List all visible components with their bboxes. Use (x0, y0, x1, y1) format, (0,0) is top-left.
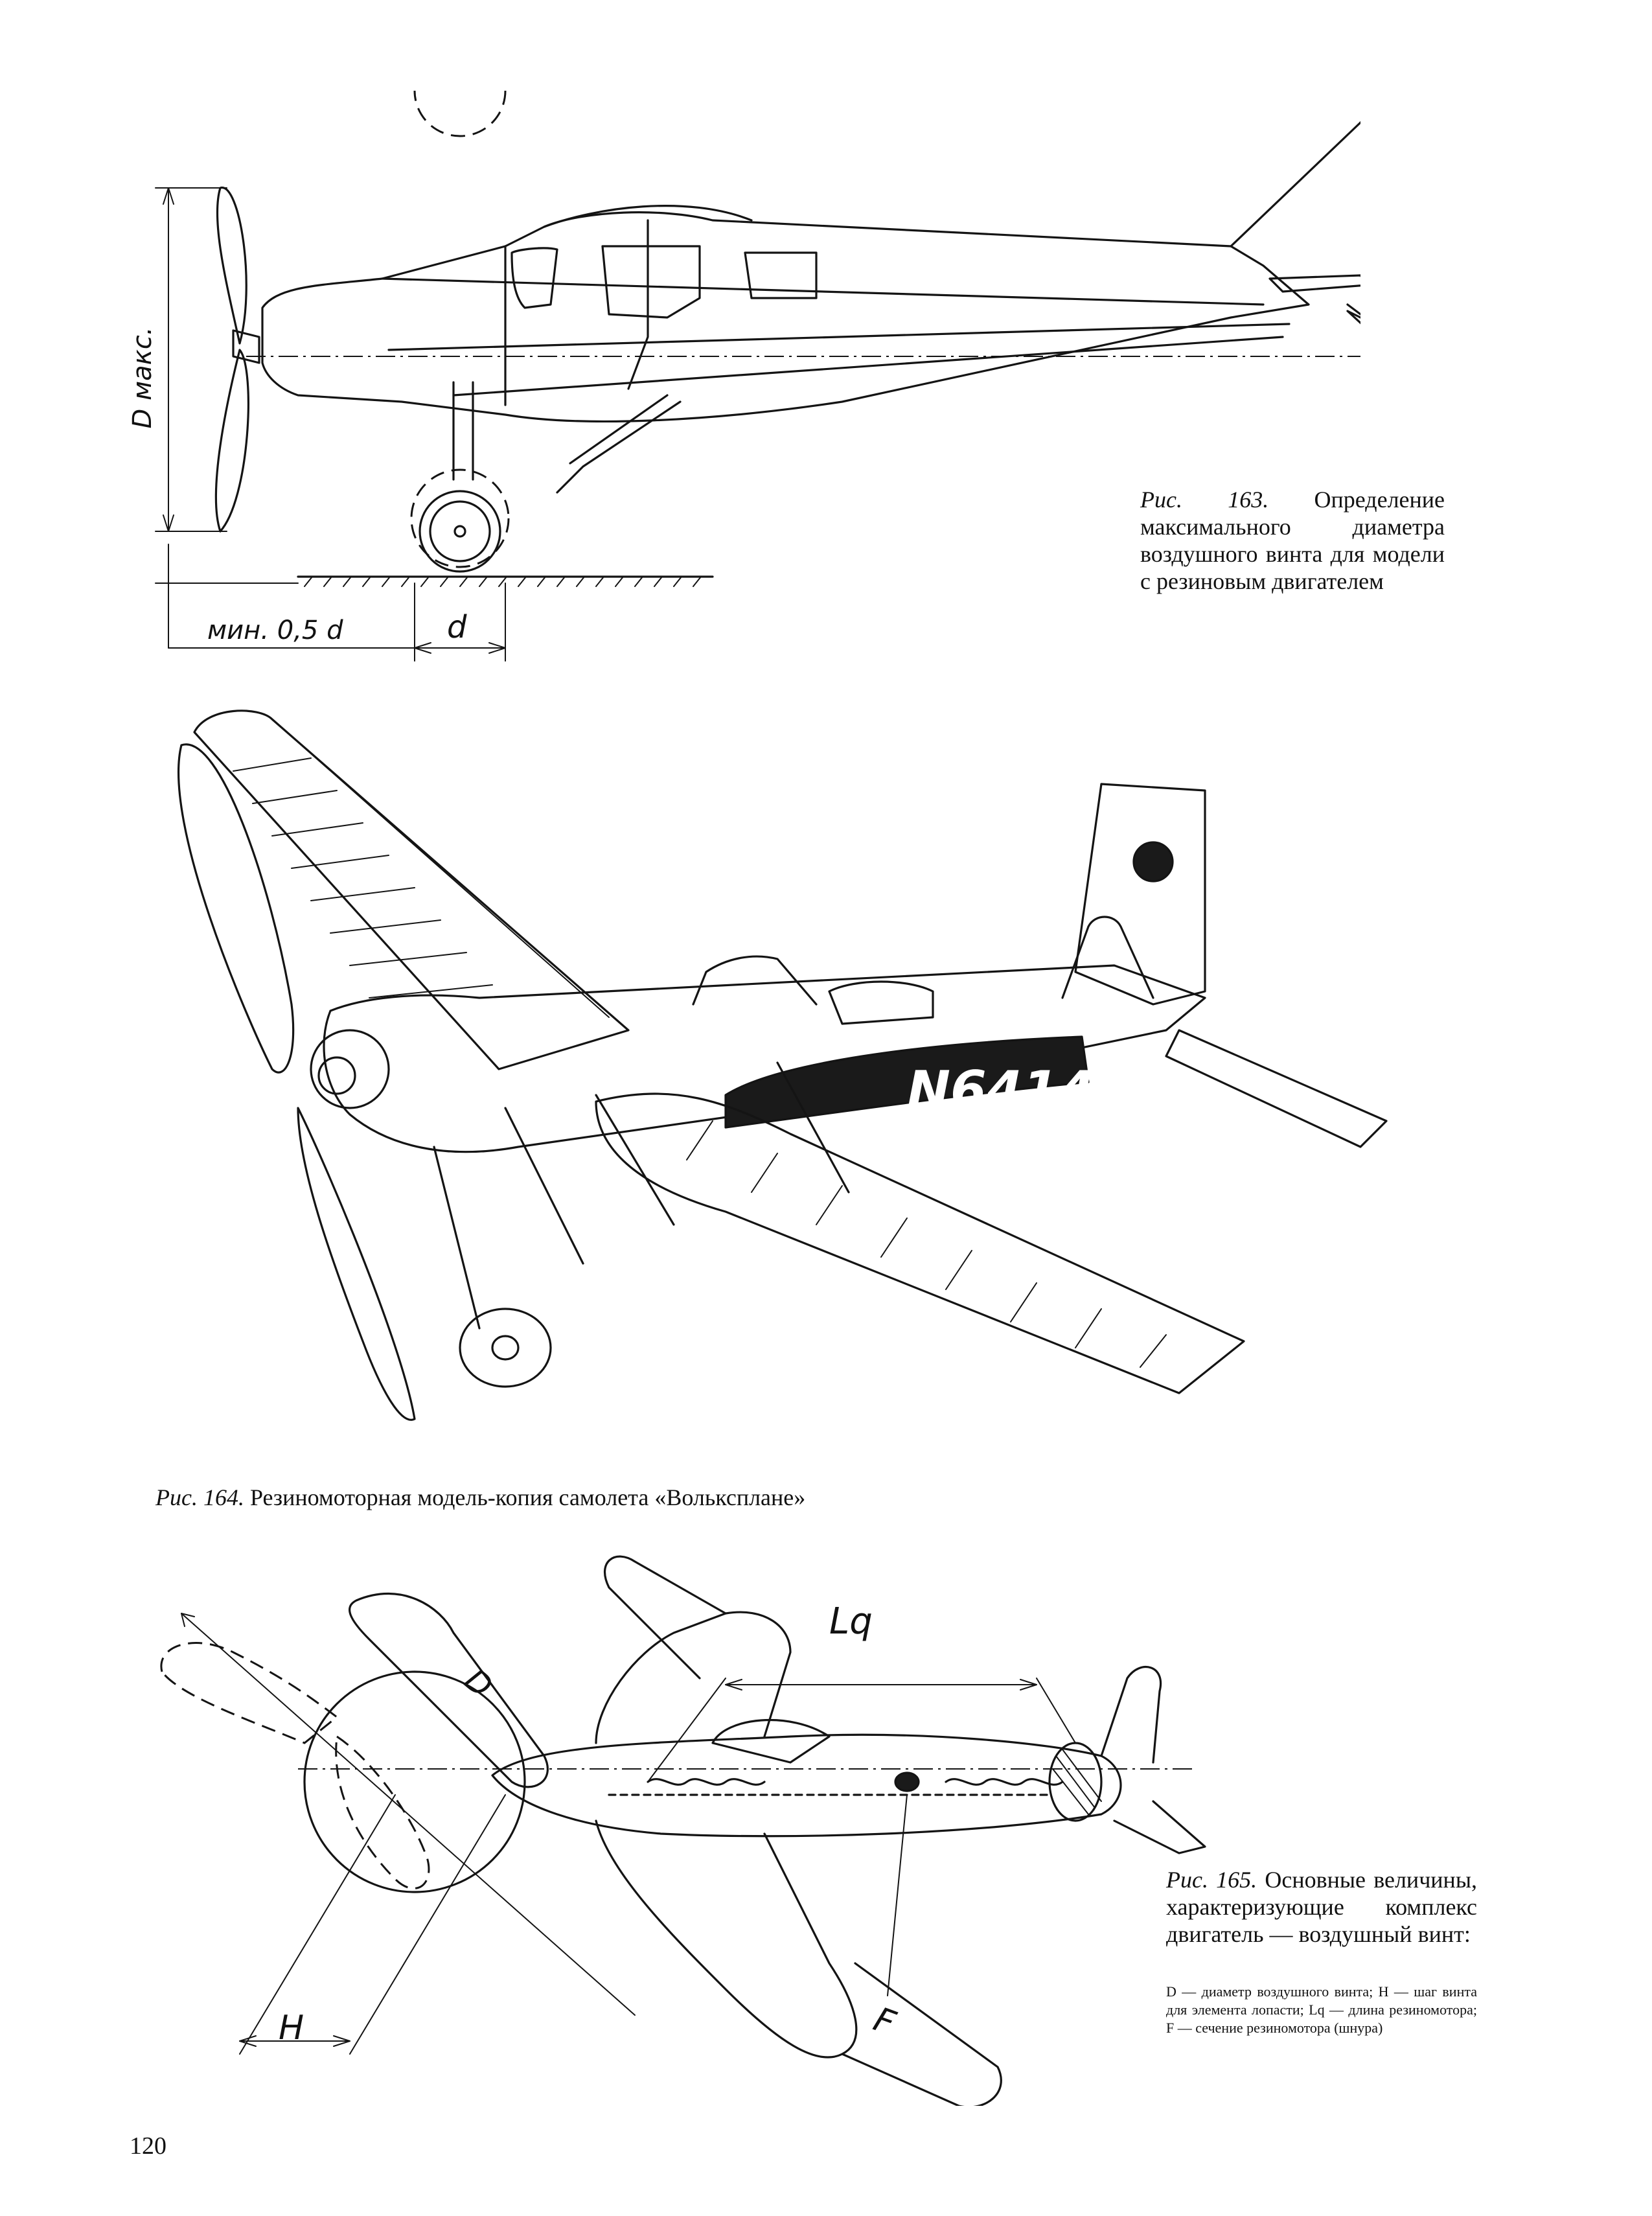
propeller-blade (350, 1594, 548, 1787)
figure-164-svg: N6414 (143, 693, 1412, 1471)
tail-side (1231, 109, 1360, 347)
propeller-disc (304, 1672, 525, 1892)
figure-165-legend: D — диаметр воздушного винта; H — шаг ви… (1166, 1983, 1477, 2036)
fuselage-top (492, 1720, 1121, 1836)
upper-wing (194, 711, 628, 1069)
dim-F-leader (888, 1795, 907, 1996)
figure-165-caption: Рис. 165. Основные величины, характеризу… (1166, 1866, 1477, 1948)
registration-text: N6414 (907, 1060, 1095, 1120)
figure-163-svg (130, 91, 1360, 674)
dim-d-max-text: D макс. (128, 327, 157, 429)
propeller-3d (179, 744, 415, 1420)
dim-H-label: H (279, 2009, 304, 2048)
figure-163-label: Рис. 163. (1140, 487, 1269, 513)
figure-163-caption: Рис. 163. Определение максимального диам… (1140, 486, 1445, 595)
figure-165-text: Основные величины, характеризующие компл… (1166, 1867, 1478, 1947)
propeller-side (216, 188, 259, 531)
propeller-dashed (161, 1643, 429, 1889)
fuselage-3d (311, 956, 1205, 1152)
figure-164-drawing: N6414 (143, 693, 1412, 1471)
figure-165-drawing (143, 1549, 1211, 2106)
dim-Lq-label: Lq (829, 1600, 873, 1643)
dimension-lines (155, 188, 505, 661)
dim-Lq-lines (648, 1678, 1075, 1782)
dim-d-max-label: D макс. (123, 305, 162, 447)
fuselage-side (246, 206, 1360, 422)
figure-165-svg (143, 1549, 1211, 2106)
figure-165-label: Рис. 165. (1166, 1867, 1257, 1893)
ground-line (298, 577, 713, 586)
tail-3d (1062, 784, 1386, 1147)
figure-163-drawing (130, 91, 1360, 674)
landing-gear-side (411, 91, 680, 571)
page-number: 120 (130, 2132, 166, 2160)
dim-H-lines (240, 1795, 505, 2054)
struts-gear (434, 1063, 849, 1387)
figure-164-text: Резиномоторная модель-копия самолета «Во… (249, 1484, 806, 1510)
figure-163-text: Определение максимального диаметра возду… (1140, 487, 1445, 594)
tail-top (1101, 1667, 1205, 1853)
figure-164-caption: Рис. 164. Резиномоторная модель-копия са… (155, 1484, 1062, 1511)
wings-top (596, 1556, 1001, 2106)
dim-min-label: мин. 0,5 d (207, 616, 343, 645)
lower-wing (596, 1094, 1244, 1393)
dim-d-label: d (447, 609, 467, 645)
dim-D-lines (181, 1613, 635, 2015)
figure-164-label: Рис. 164. (155, 1484, 244, 1510)
